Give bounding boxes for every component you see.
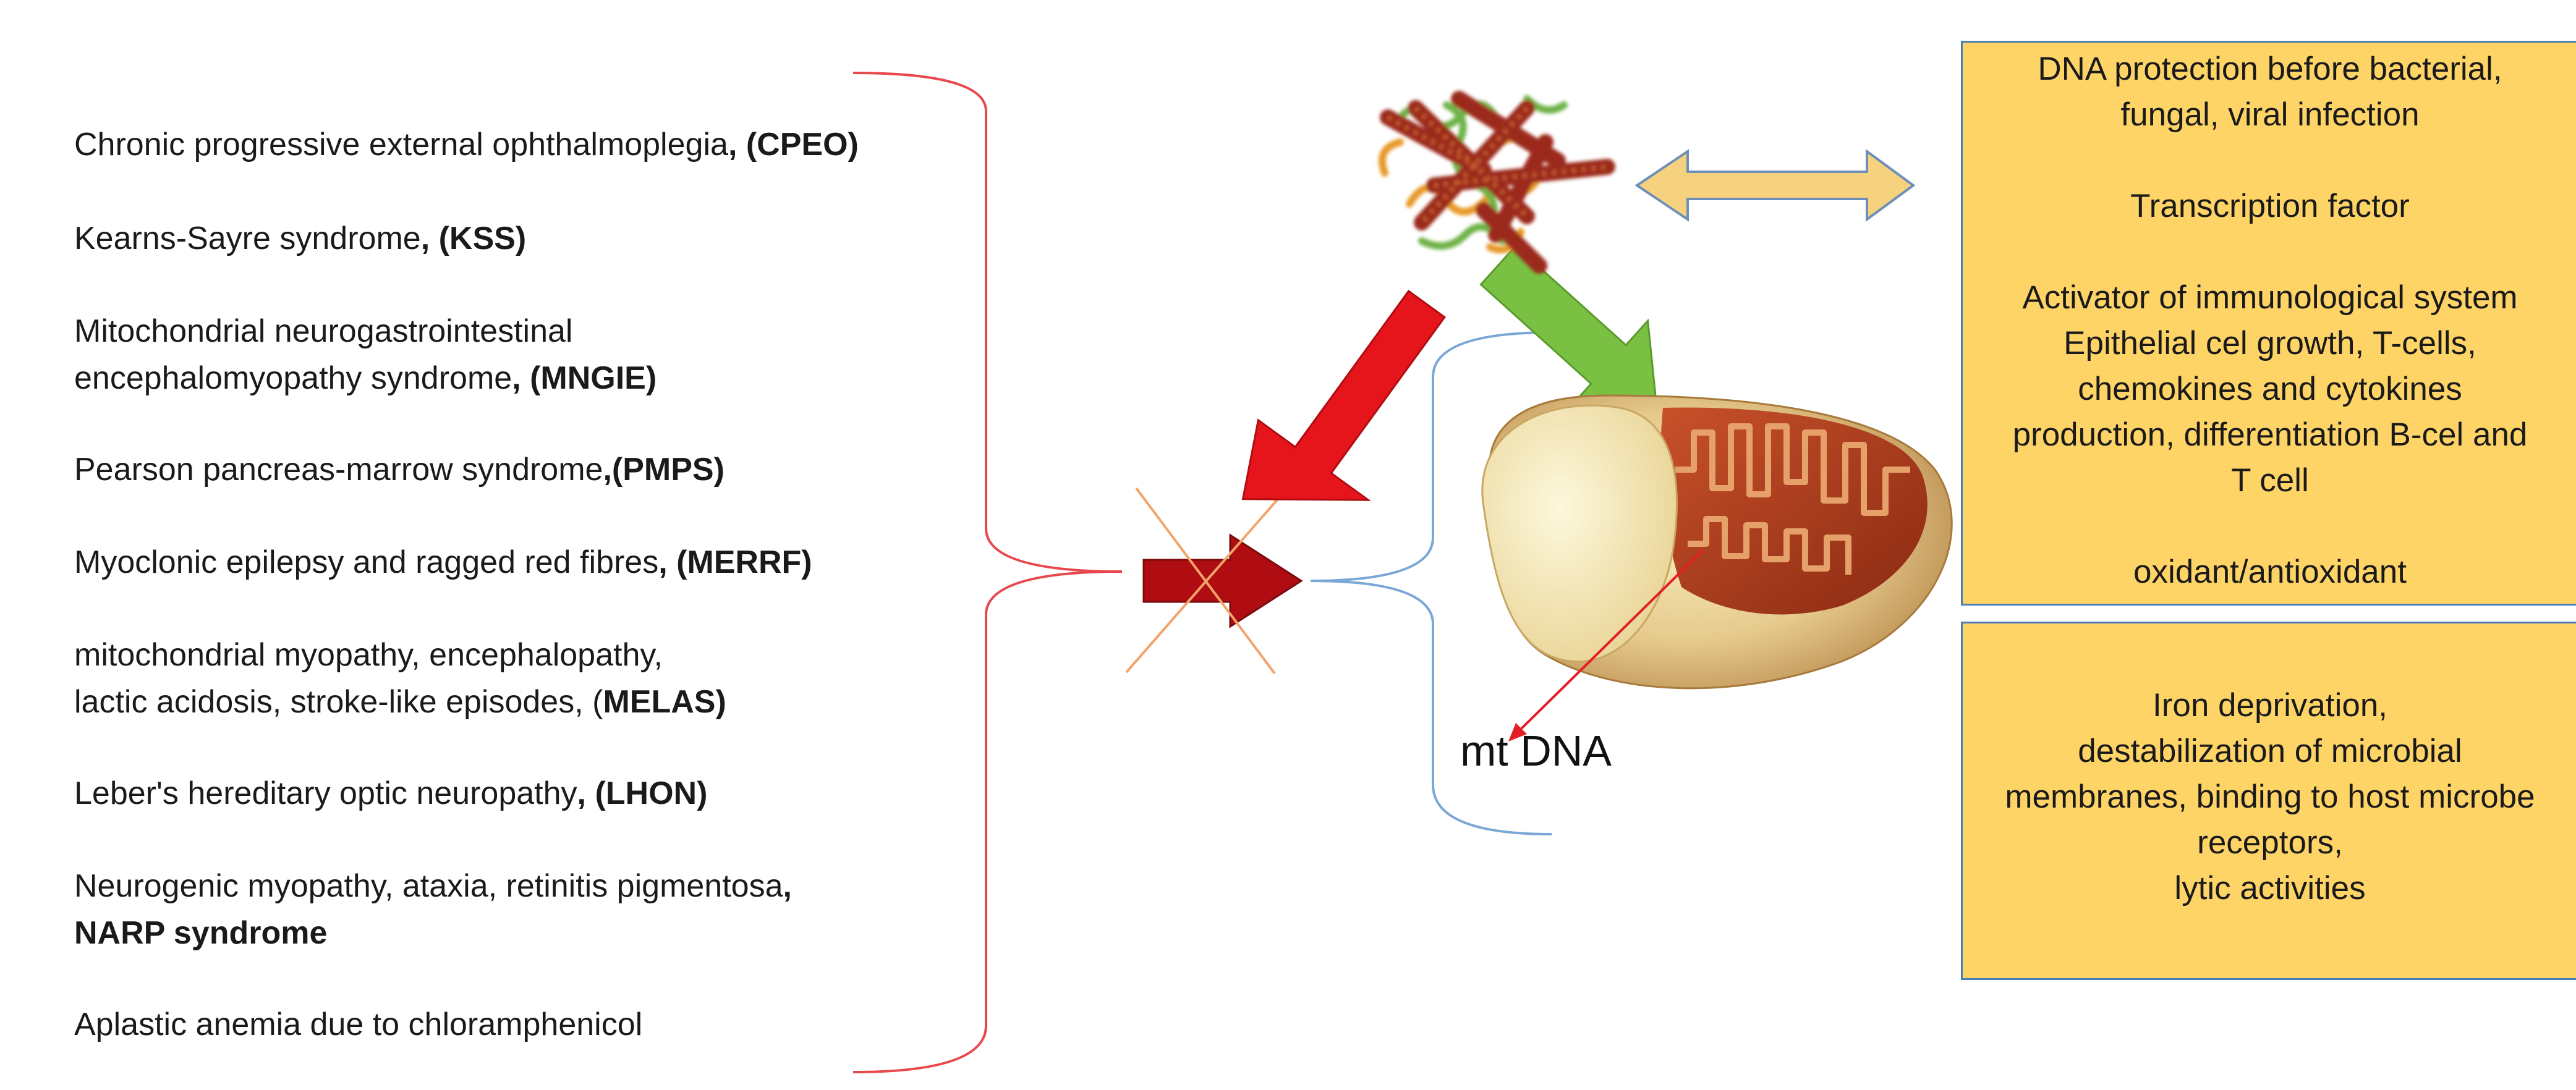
antimicrobial-line: membranes, binding to host microbe: [2005, 779, 2535, 815]
function-line: Activator of immunological system: [2022, 279, 2518, 316]
antimicrobial-box: Iron deprivation, destabilization of mic…: [1961, 622, 2576, 980]
antimicrobial-line: Iron deprivation,: [2152, 687, 2388, 724]
disease-mngie: Mitochondrial neurogastrointestinal ence…: [74, 313, 657, 396]
function-line: fungal, viral infection: [2120, 96, 2420, 133]
mitochondria-bracket: [1310, 331, 1552, 835]
disease-melas: mitochondrial myopathy, encephalopathy, …: [74, 637, 726, 720]
disease-pmps: Pearson pancreas-marrow syndrome,(PMPS): [74, 452, 725, 488]
antimicrobial-line: lytic activities: [2174, 870, 2366, 906]
mitochondrion-icon: [1481, 394, 1953, 690]
antimicrobial-line: receptors,: [2197, 824, 2343, 861]
double-arrow: [1634, 149, 1916, 222]
cross-line-2: [1135, 487, 1276, 675]
mt-dna-label: mt DNA: [1460, 727, 1612, 775]
function-line: oxidant/antioxidant: [2133, 554, 2407, 590]
disease-aplastic-anemia: Aplastic anemia due to chloramphenicol: [74, 1007, 643, 1042]
mt-dna-pointer: [1516, 549, 1704, 733]
disease-narp: Neurogenic myopathy, ataxia, retinitis p…: [74, 868, 792, 951]
function-line: T cell: [2231, 462, 2309, 499]
function-line: Transcription factor: [2130, 188, 2410, 224]
inhibition-arrow: [1241, 289, 1446, 501]
function-line: Epithelial cel growth, T-cells,: [2064, 325, 2476, 361]
function-line: production, differentiation B-cel and: [2012, 416, 2528, 453]
function-line: DNA protection before bacterial,: [2038, 51, 2502, 87]
disease-merrf: Myoclonic epilepsy and ragged red fibres…: [74, 544, 812, 580]
disease-kss: Kearns-Sayre syndrome, (KSS): [74, 221, 527, 256]
antimicrobial-line: destabilization of microbial: [2078, 733, 2462, 769]
disease-lhon: Leber's hereditary optic neuropathy, (LH…: [74, 775, 708, 811]
disease-bracket: [852, 72, 1123, 1073]
blocked-arrow: [1142, 533, 1303, 628]
disease-cpeo: Chronic progressive external ophthalmopl…: [74, 127, 859, 163]
protein-structure-icon: [1379, 91, 1615, 274]
functions-box: DNA protection before bacterial, fungal,…: [1961, 41, 2576, 606]
function-line: chemokines and cytokines: [2078, 371, 2462, 407]
mt-dna-pointer-head: [1508, 723, 1527, 741]
